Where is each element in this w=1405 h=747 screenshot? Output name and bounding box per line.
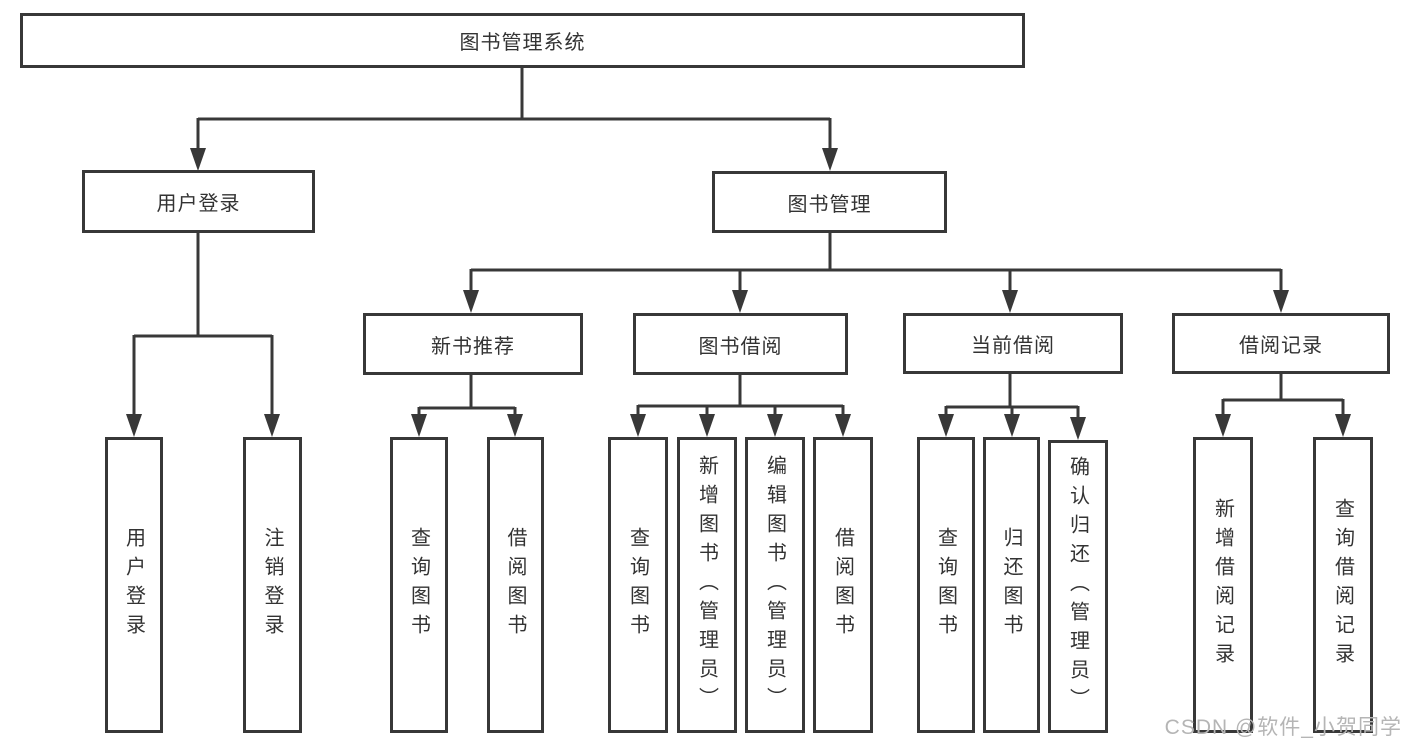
node-book-management-label: 图书管理 [787,193,872,216]
leaf-borrowing-query-books: 查询图书 [608,437,668,733]
leaf-records-add-record: 新增借阅记录 [1193,437,1253,733]
leaf-records-add-record-label: 新增借阅记录 [1211,498,1234,672]
leaf-current-return-books-label: 归还图书 [1000,527,1022,643]
node-root-label: 图书管理系统 [459,32,586,54]
leaf-current-confirm-return-admin-label: 确认归还（管理员） [1066,456,1089,717]
node-new-book-recommendation-label: 新书推荐 [431,335,515,358]
node-book-management: 图书管理 [712,171,947,233]
leaf-borrowing-edit-books-admin-label: 编辑图书（管理员） [763,454,786,716]
node-current-borrowing: 当前借阅 [903,313,1123,374]
node-borrowing-records: 借阅记录 [1172,313,1390,374]
leaf-current-confirm-return-admin: 确认归还（管理员） [1048,440,1108,733]
node-current-borrowing-label: 当前借阅 [971,335,1055,357]
leaf-borrowing-borrow-books: 借阅图书 [813,437,873,733]
node-new-book-recommendation: 新书推荐 [363,313,583,375]
leaf-recommend-borrow-books: 借阅图书 [487,437,544,733]
leaf-recommend-query-books: 查询图书 [390,437,448,733]
leaf-records-query-record-label: 查询借阅记录 [1331,498,1354,672]
leaf-recommend-borrow-books-label: 借阅图书 [504,527,526,643]
leaf-borrowing-query-books-label: 查询图书 [626,527,649,643]
node-user-login-label: 用户登录 [156,193,241,215]
csdn-watermark-text: CSDN @软件_小贺同学 [1164,716,1402,739]
node-borrowing-records-label: 借阅记录 [1239,335,1323,357]
node-book-borrowing: 图书借阅 [633,313,848,375]
leaf-user-login-label: 用户登录 [122,527,145,643]
leaf-borrowing-borrow-books-label: 借阅图书 [831,527,854,643]
leaf-borrowing-edit-books-admin: 编辑图书（管理员） [745,437,805,733]
leaf-current-return-books: 归还图书 [983,437,1040,733]
leaf-current-query-books-label: 查询图书 [934,527,957,643]
leaf-current-query-books: 查询图书 [917,437,975,733]
node-user-login: 用户登录 [82,170,315,233]
node-root-system: 图书管理系统 [20,13,1025,68]
leaf-records-query-record: 查询借阅记录 [1313,437,1373,733]
leaf-borrowing-add-books-admin: 新增图书（管理员） [677,437,737,733]
leaf-user-login: 用户登录 [105,437,163,733]
node-book-borrowing-label: 图书借阅 [698,335,783,358]
leaf-logout-login-label: 注销登录 [261,527,283,643]
csdn-watermark: CSDN @软件_小贺同学 [1165,711,1402,741]
leaf-recommend-query-books-label: 查询图书 [407,527,430,643]
leaf-logout-login: 注销登录 [243,437,302,733]
leaf-borrowing-add-books-admin-label: 新增图书（管理员） [695,454,718,716]
